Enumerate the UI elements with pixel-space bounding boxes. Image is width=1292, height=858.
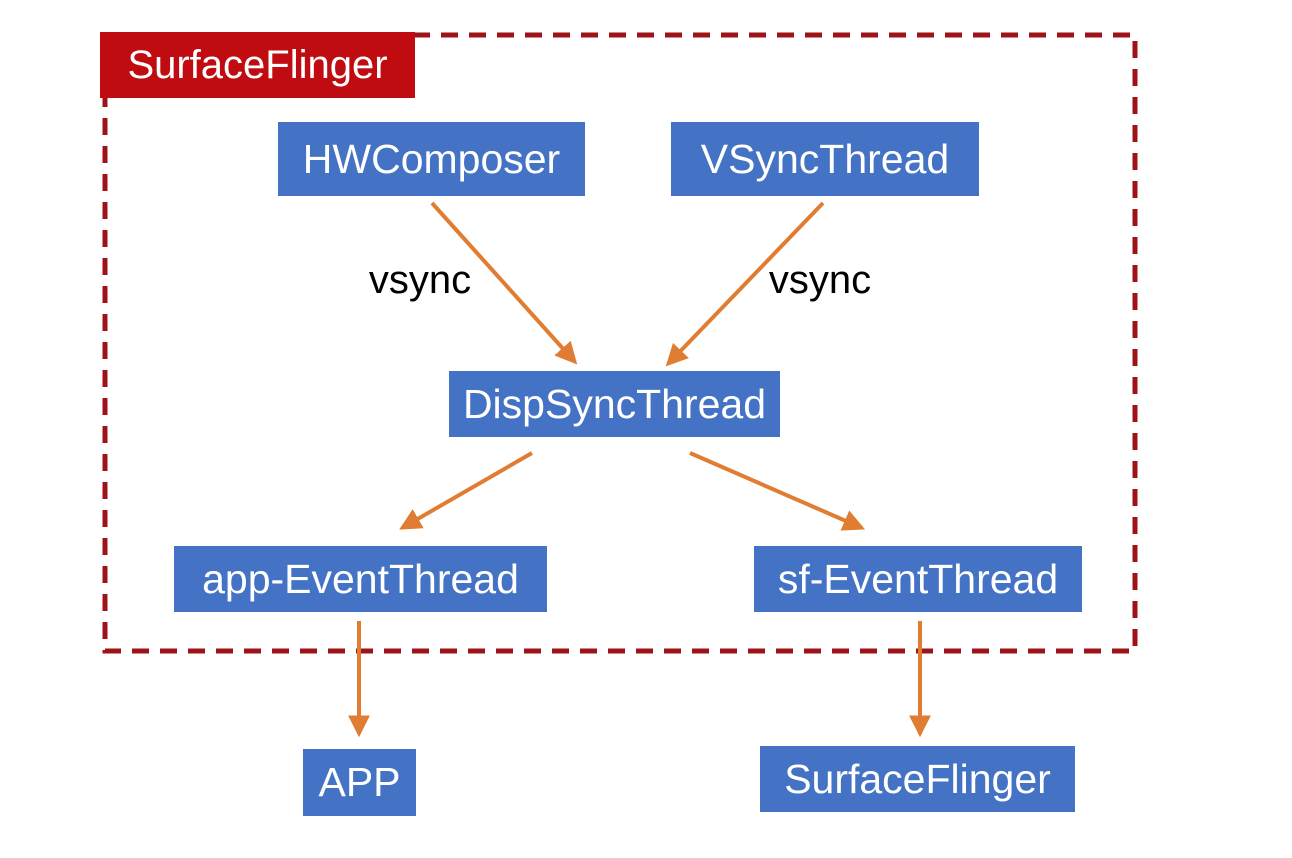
node-sf-eventthread-label: sf-EventThread [777,555,1059,602]
node-sf-eventthread: sf-EventThread [754,546,1082,612]
node-app-eventthread: app-EventThread [174,546,547,612]
edge-label-vsync-right: vsync [768,258,872,302]
node-dispsyncthread-label: DispSyncThread [462,380,767,427]
node-app-eventthread-label: app-EventThread [202,555,519,602]
node-hwcomposer-label: HWComposer [302,135,561,182]
node-surfaceflinger-output-label: SurfaceFlinger [784,755,1051,802]
node-vsyncthread: VSyncThread [671,122,979,196]
arrow-dispsyncthread-to-app-eventthread [399,451,533,530]
surfaceflinger-container-label: SurfaceFlinger [100,32,415,98]
node-vsyncthread-label: VSyncThread [700,135,950,182]
arrow-vsyncthread-to-dispsyncthread [665,201,825,367]
edge-label-vsync-left: vsync [368,258,472,302]
node-hwcomposer: HWComposer [278,122,585,196]
surfaceflinger-container-label-text: SurfaceFlinger [127,42,388,87]
node-app: APP [303,749,416,816]
node-dispsyncthread: DispSyncThread [449,371,780,437]
node-surfaceflinger-output: SurfaceFlinger [760,746,1075,812]
surfaceflinger-process-boundary [102,32,1138,654]
node-app-label: APP [318,759,401,805]
arrow-dispsyncthread-to-sf-eventthread [689,451,866,531]
arrow-hwcomposer-to-dispsyncthread [430,201,578,365]
